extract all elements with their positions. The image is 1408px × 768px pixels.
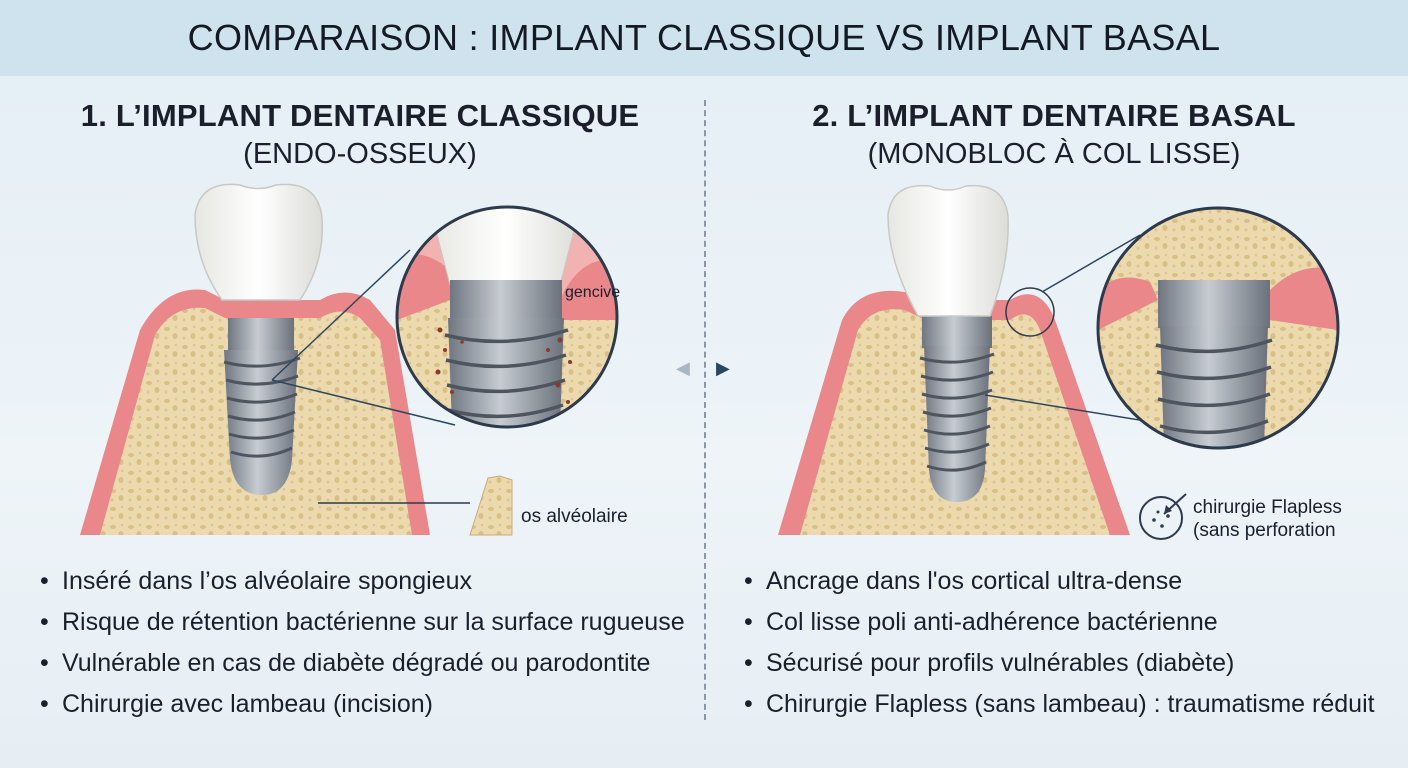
left-column-title: 1. L’IMPLANT DENTAIRE CLASSIQUE (ENDO-OS… [60, 98, 660, 171]
flapless-label-line1: chirurgie Flapless [1193, 497, 1342, 518]
left-title-line2: (ENDO-OSSEUX) [243, 138, 477, 170]
right-bullet-list: •Ancrage dans l'os cortical ultra-dense … [744, 561, 1375, 725]
implant-screw-icon [223, 318, 301, 495]
arrow-right-icon: ▶ [716, 358, 730, 378]
list-item: •Col lisse poli anti-adhérence bactérien… [744, 608, 1218, 636]
left-bullet-list: •Inséré dans l’os alvéolaire spongieux •… [40, 561, 685, 725]
left-title-line1: 1. L’IMPLANT DENTAIRE CLASSIQUE [80, 98, 640, 133]
right-title-line2: (MONOBLOC À COL LISSE) [867, 138, 1241, 170]
list-item: •Sécurisé pour profils vulnérables (diab… [744, 649, 1235, 677]
basal-implant-screw-icon [919, 316, 995, 502]
center-divider [704, 100, 706, 720]
arrow-left-icon: ◀ [676, 358, 690, 378]
list-item: •Inséré dans l’os alvéolaire spongieux [40, 567, 472, 595]
magnifier-circle-icon [395, 205, 619, 429]
tooth-crown-icon [194, 183, 324, 301]
right-column-title: 2. L’IMPLANT DENTAIRE BASAL (MONOBLOC À … [754, 98, 1354, 171]
header-bar: COMPARAISON : IMPLANT CLASSIQUE VS IMPLA… [0, 0, 1408, 76]
list-item: •Vulnérable en cas de diabète dégradé ou… [40, 649, 651, 677]
right-magnifier-circle-icon [1096, 206, 1340, 450]
flapless-icon [1139, 493, 1187, 540]
os-alveolaire-label: os alvéolaire [521, 506, 628, 527]
flapless-label-line2: (sans perforation [1193, 520, 1336, 541]
basal-tooth-crown-icon [887, 184, 1009, 317]
gencive-label: gencive [565, 284, 621, 301]
right-title-line1: 2. L’IMPLANT DENTAIRE BASAL [812, 98, 1296, 133]
list-item: •Chirurgie Flapless (sans lambeau) : tra… [744, 690, 1375, 718]
list-item: •Ancrage dans l'os cortical ultra-dense [744, 567, 1183, 595]
list-item: •Chirurgie avec lambeau (incision) [40, 690, 433, 718]
list-item: •Risque de rétention bactérienne sur la … [40, 608, 685, 636]
page-title: COMPARAISON : IMPLANT CLASSIQUE VS IMPLA… [187, 17, 1221, 58]
